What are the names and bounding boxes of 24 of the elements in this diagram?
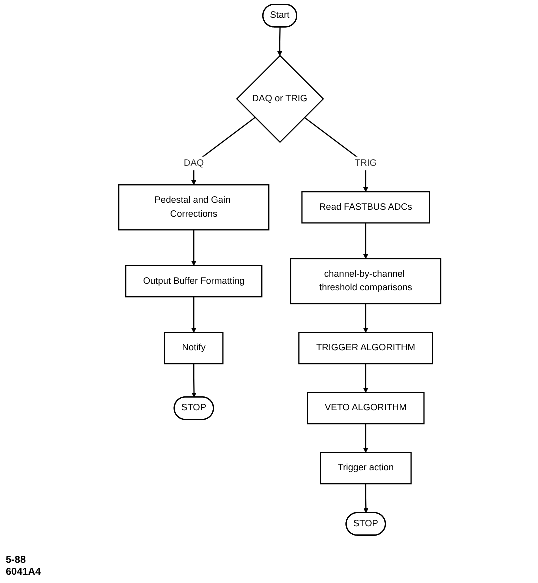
node-box: TRIGGER ALGORITHM	[298, 332, 434, 365]
arrow	[304, 117, 368, 192]
edge-label: DAQ	[184, 158, 204, 168]
figure-code: 6041A4	[6, 567, 42, 579]
arrow	[192, 297, 197, 334]
arrow	[364, 484, 369, 514]
node-box: Read FASTBUS ADCs	[302, 191, 430, 224]
node-box: channel-by-channel threshold comparisons	[290, 258, 442, 305]
arrow	[363, 424, 368, 454]
arrow	[363, 304, 368, 334]
arrow	[277, 27, 283, 56]
arrow	[363, 364, 368, 394]
arrow	[192, 230, 197, 266]
node-box: Notify	[164, 332, 224, 365]
node-box: VETO ALGORITHM	[307, 392, 425, 425]
node-box: Pedestal and Gain Corrections	[118, 184, 270, 231]
figure-code: 5-88	[6, 555, 26, 567]
arrow	[192, 117, 256, 186]
edge-label: TRIG	[354, 158, 377, 168]
node-box: Trigger action	[320, 452, 412, 485]
arrow	[192, 364, 197, 398]
node-diamond: DAQ or TRIG	[236, 55, 324, 144]
node-box: Output Buffer Formatting	[125, 265, 263, 298]
arrow	[363, 223, 368, 260]
